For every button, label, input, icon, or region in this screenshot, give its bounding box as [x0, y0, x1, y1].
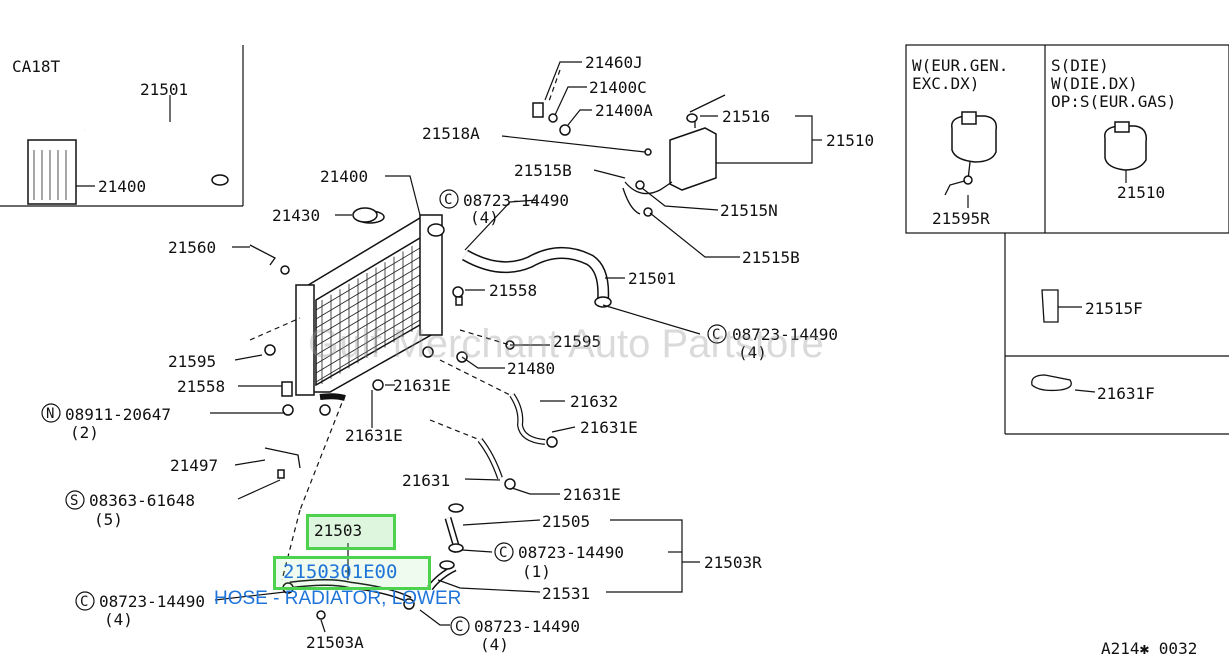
label-08723-mid: 08723-14490: [732, 325, 838, 344]
svg-text:C: C: [455, 619, 463, 635]
label-21558-left: 21558: [177, 377, 225, 396]
inset-hose-label: 21501: [140, 80, 188, 99]
label-21631: 21631: [402, 471, 450, 490]
label-qty-top: (4): [470, 208, 499, 227]
label-21558-top: 21558: [489, 281, 537, 300]
label-21531: 21531: [542, 584, 590, 603]
label-21501: 21501: [628, 269, 676, 288]
label-21400C: 21400C: [589, 78, 647, 97]
variant-b-line1: S(DIE): [1051, 56, 1109, 75]
label-21497: 21497: [170, 456, 218, 475]
label-08723-left: 08723-14490: [99, 592, 205, 611]
svg-text:C: C: [444, 192, 452, 208]
svg-text:C: C: [499, 545, 507, 561]
label-21515N: 21515N: [720, 201, 778, 220]
label-21400A: 21400A: [595, 101, 653, 120]
variant-b-part: 21510: [1117, 183, 1165, 202]
label-21518A: 21518A: [422, 124, 480, 143]
label-21632: 21632: [570, 392, 618, 411]
svg-text:C: C: [712, 327, 720, 343]
label-21503A: 21503A: [306, 633, 364, 652]
label-qty-mid: (4): [738, 343, 767, 362]
engine-label: CA18T: [12, 57, 61, 76]
hotspot-part-21503[interactable]: 21503: [306, 514, 396, 550]
part-labels: CA18T 21501 21400 W(EUR.GEN. EXC.DX) 215…: [12, 53, 1176, 654]
side-band-label: 21631F: [1097, 384, 1155, 403]
svg-text:C: C: [80, 594, 88, 610]
variant-frame: [905, 44, 1229, 435]
watermark: Gulf Merchant Auto Partstore: [308, 322, 824, 366]
dashed-guide-lines: [249, 69, 561, 581]
diagram-reference-code: A214✱ 0032: [1101, 639, 1198, 658]
label-qty-1: (1): [522, 562, 551, 581]
hotspot-part-label: 21503: [314, 521, 363, 540]
hotspot-code-2150301E00[interactable]: 2150301E00: [273, 556, 431, 590]
label-qty-2: (2): [70, 423, 99, 442]
variant-a-line2: EXC.DX): [912, 74, 979, 93]
label-21480: 21480: [507, 359, 555, 378]
label-21631E-c: 21631E: [580, 418, 638, 437]
label-08723-bottom: 08723-14490: [474, 617, 580, 636]
upper-hose-drawing: [462, 246, 612, 308]
variant-tank-drawings: [944, 111, 1148, 392]
label-21631E-d: 21631E: [563, 485, 621, 504]
label-qty-5: (5): [94, 510, 123, 529]
svg-text:N: N: [46, 406, 54, 422]
circled-symbols: C C N S C C C: [41, 189, 727, 636]
label-21400: 21400: [320, 167, 368, 186]
label-08723-top: 08723-14490: [463, 191, 569, 210]
inset-radiator-label: 21400: [98, 177, 146, 196]
variant-a-line1: W(EUR.GEN.: [912, 56, 1008, 75]
label-21516: 21516: [722, 107, 770, 126]
label-21505: 21505: [542, 512, 590, 531]
svg-text:S: S: [70, 493, 78, 509]
variant-a-part: 21595R: [932, 209, 990, 228]
label-21510: 21510: [826, 131, 874, 150]
pipes-drawing: [289, 393, 546, 604]
variant-b-line3: OP:S(EUR.GAS): [1051, 92, 1176, 111]
label-08911: 08911-20647: [65, 405, 171, 424]
label-21515B-top: 21515B: [514, 161, 572, 180]
label-21595-right: 21595: [553, 332, 601, 351]
label-21595-left: 21595: [168, 352, 216, 371]
radiator-drawing: [295, 210, 445, 396]
variant-b-line2: W(DIE.DX): [1051, 74, 1138, 93]
label-21631E-b: 21631E: [345, 426, 403, 445]
inset-radiator-drawing: [27, 95, 229, 205]
label-qty-bottom: (4): [480, 635, 509, 654]
label-21560: 21560: [168, 238, 216, 257]
part-description-tooltip: HOSE - RADIATOR, LOWER: [214, 588, 462, 609]
hotspot-code-label: 2150301E00: [283, 561, 398, 583]
label-21503R: 21503R: [704, 553, 762, 572]
side-clamp-label: 21515F: [1085, 299, 1143, 318]
label-21430: 21430: [272, 206, 320, 225]
label-21460J: 21460J: [585, 53, 643, 72]
leader-lines: [210, 61, 1127, 633]
label-08723-r1: 08723-14490: [518, 543, 624, 562]
fittings-drawing: [249, 102, 653, 620]
inset-frame: [0, 45, 244, 207]
label-21515B-bottom: 21515B: [742, 248, 800, 267]
label-08363: 08363-61648: [89, 491, 195, 510]
label-qty-left: (4): [104, 610, 133, 629]
label-21631E-a: 21631E: [393, 376, 451, 395]
reservoir-tank-drawing: [622, 94, 726, 215]
